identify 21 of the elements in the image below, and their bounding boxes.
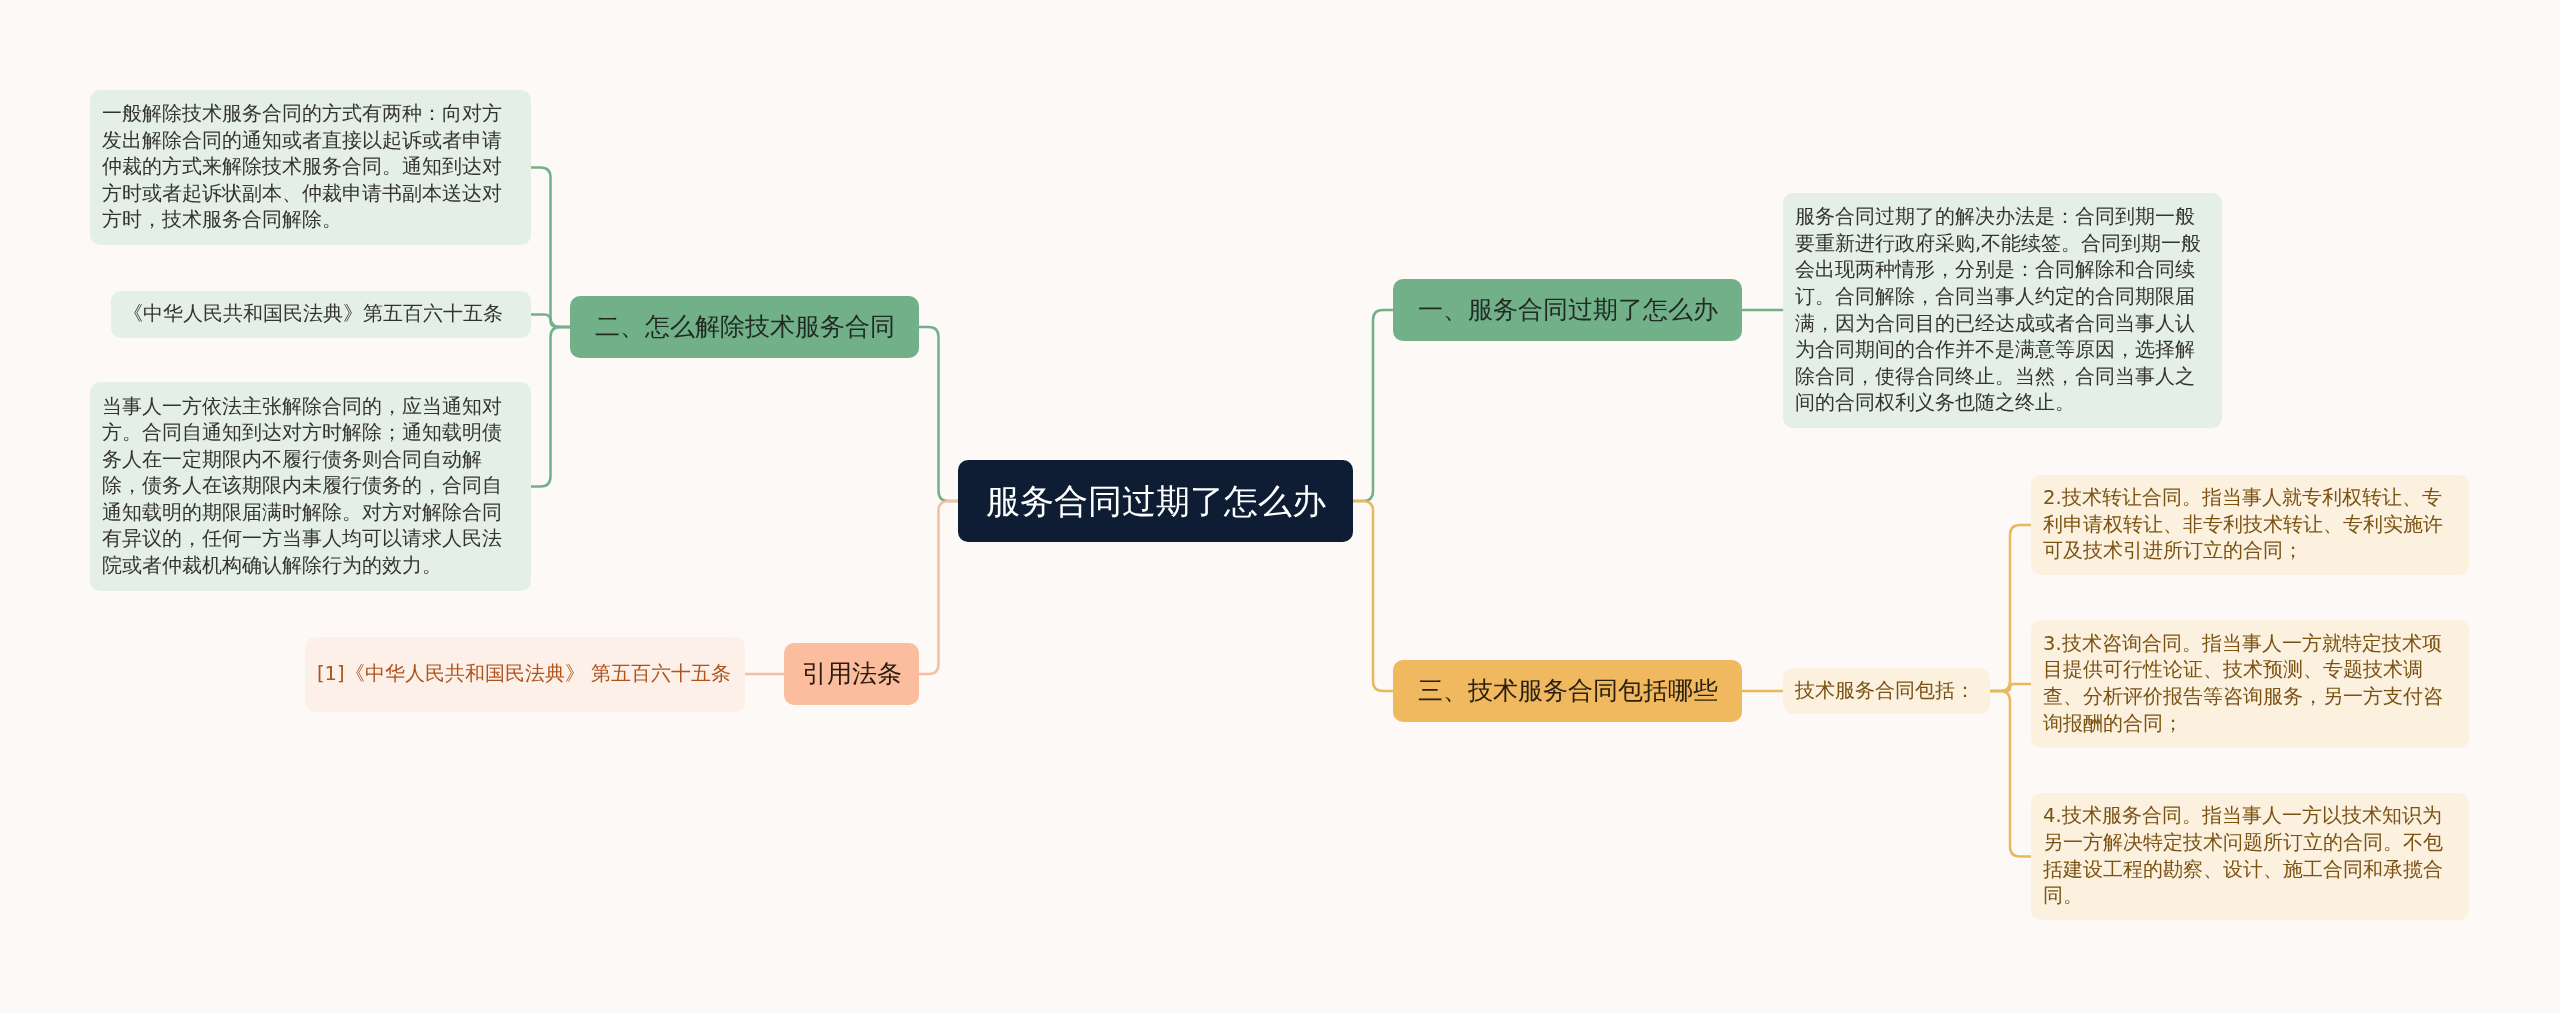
topic-box: 引用法条 xyxy=(784,643,919,705)
note-box: 3.技术咨询合同。指当事人一方就特定技术项目提供可行性论证、技术预测、专题技术调查、分析评价报告等咨询服务，另一方支付咨询报酬的合同； xyxy=(2031,620,2469,748)
connector-line xyxy=(531,325,570,488)
connector-line xyxy=(919,499,958,676)
note-box: [1]《中华人民共和国民法典》 第五百六十五条 xyxy=(305,637,745,712)
connector-line xyxy=(1742,689,1783,693)
note-box: 《中华人民共和国民法典》第五百六十五条 xyxy=(111,291,531,338)
connector-line xyxy=(745,672,784,676)
note-box: 当事人一方依法主张解除合同的，应当通知对方。合同自通知到达对方时解除；通知载明债务人在一定期限内不履行债务则合同自动解除，债务人在该期限内未履行债务的，合同自通知载明的期限届满时解除。对方对解除合同有异议的，任何一方当事人均可以请求人民法院或者仲裁机构确认解除行为的效力。 xyxy=(90,382,531,591)
topic-box: 三、技术服务合同包括哪些 xyxy=(1393,660,1742,722)
root-node: 服务合同过期了怎么办 xyxy=(958,460,1353,542)
connector-line xyxy=(1353,499,1393,693)
note-box: 一般解除技术服务合同的方式有两种：向对方发出解除合同的通知或者直接以起诉或者申请仲裁的方式来解除技术服务合同。通知到达对方时或者起诉状副本、仲裁申请书副本送达对方时，技术服务合同解除。 xyxy=(90,90,531,245)
note-box: 技术服务合同包括： xyxy=(1783,668,1990,714)
note-box: 2.技术转让合同。指当事人就专利权转让、专利申请权转让、非专利技术转让、专利实施许可及技术引进所订立的合同； xyxy=(2031,475,2469,575)
connector-line xyxy=(1990,689,2031,858)
connector-line xyxy=(1742,308,1783,312)
note-box: 服务合同过期了的解决办法是：合同到期一般要重新进行政府采购,不能续签。合同到期一般会出现两种情形，分别是：合同解除和合同续订。合同解除，合同当事人约定的合同期限届满，因为合同目的已经达成或者合同当事人认为合同期间的合作并不是满意等原因，选择解除合同，使得合同终止。当然，合同当事人之间的合同权利义务也随之终止。 xyxy=(1783,193,2222,428)
topic-box: 一、服务合同过期了怎么办 xyxy=(1393,279,1742,341)
note-box: 4.技术服务合同。指当事人一方以技术知识为另一方解决特定技术问题所订立的合同。不包括建设工程的勘察、设计、施工合同和承揽合同。 xyxy=(2031,793,2469,920)
topic-box: 二、怎么解除技术服务合同 xyxy=(570,296,919,358)
